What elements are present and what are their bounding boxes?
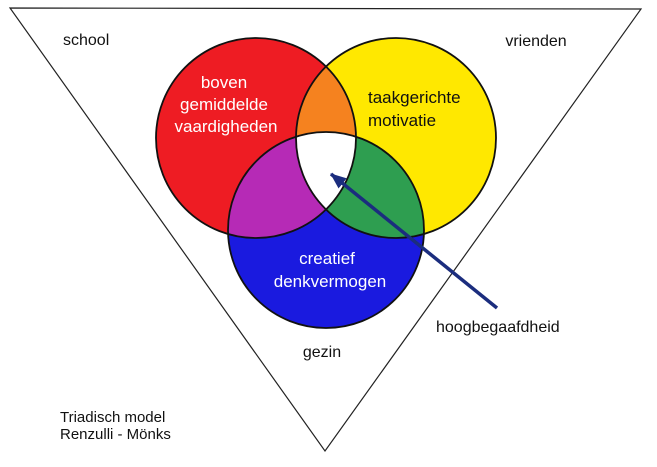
yellow-circle-label-line2: motivatie: [368, 111, 436, 130]
yellow-circle-label-line1: taakgerichte: [368, 88, 461, 107]
blue-circle-label-line1: creatief: [299, 249, 355, 268]
red-circle-outline: [155, 37, 357, 239]
caption-line2: Renzulli - Mönks: [60, 426, 171, 443]
blue-circle-label-line2: denkvermogen: [274, 272, 386, 291]
label-hoogbegaafdheid: hoogbegaafdheid: [436, 319, 560, 336]
label-gezin: gezin: [303, 344, 341, 361]
red-circle-label-line3: vaardigheden: [174, 117, 277, 136]
caption-line1: Triadisch model: [60, 409, 165, 426]
red-circle-label-line2: gemiddelde: [180, 95, 268, 114]
red-circle-label-line1: boven: [201, 73, 247, 92]
blue-circle-outline: [227, 131, 425, 329]
label-school: school: [63, 32, 109, 49]
hoogbegaafdheid-arrow: [329, 172, 499, 310]
yellow-circle-outline: [295, 37, 497, 239]
label-vrienden: vrienden: [505, 33, 566, 50]
